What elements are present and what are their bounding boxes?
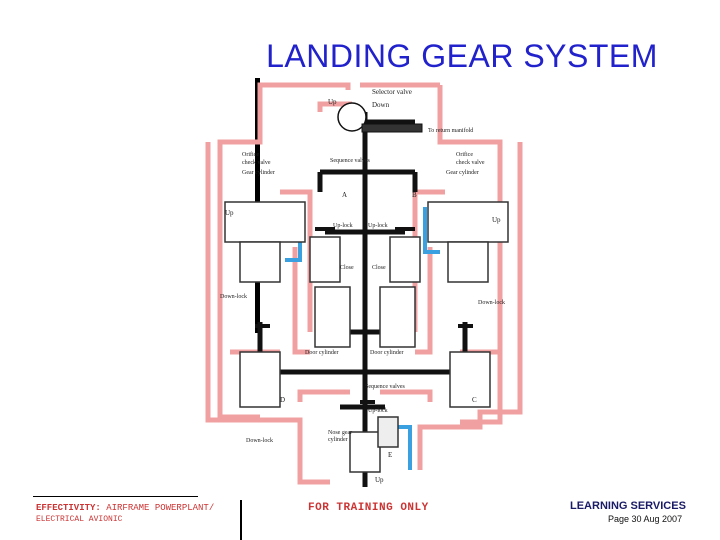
label-sequence-valves-bottom: Sequence valves [365,384,405,390]
label-d: D [280,396,285,404]
label-up-right: Up [492,216,501,224]
training-notice: FOR TRAINING ONLY [308,502,429,514]
label-uplock-bottom: Up-lock [368,408,388,414]
label-downlock-bottom: Down-lock [246,438,273,444]
label-down-top: Down [372,101,390,109]
label-gear-cylinder-right: Gear cylinder [446,170,479,176]
selector-valve [337,102,423,133]
label-uplock-left: Up-lock [333,223,353,229]
label-nose-gear: Nose gear [328,430,352,436]
label-to-return: To return manifold [428,127,473,134]
label-close-right: Close [372,265,386,271]
outer-right-line [417,142,523,470]
label-door-cylinder-right: Door cylinder [370,350,404,356]
label-up-left: Up [225,209,234,217]
label-gear-cylinder-left: Gear cylinder [242,170,275,176]
label-check-valve-left: check valve [242,160,271,166]
label-e: E [388,451,392,459]
label-orifice-left: Orifice [242,151,259,158]
page-date: Page 30 Aug 2007 [608,514,683,524]
label-a: A [342,191,347,199]
label-downlock-right: Down-lock [478,300,505,306]
fittings [255,227,473,404]
label-cylinder: cylinder [328,437,348,443]
effectivity-value-2: ELECTRICAL AVIONIC [36,515,123,524]
right-return-line [437,85,503,425]
landing-gear-hydraulic-diagram: Up Selector valve Down To return manifol… [205,82,523,487]
label-door-cylinder-left: Door cylinder [305,350,339,356]
label-up-bottom: Up [375,476,384,484]
door-cylinders [239,286,491,473]
label-uplock-right: Up-lock [368,223,388,229]
label-sequence-valves-top: Sequence valves [330,158,370,164]
label-close-left: Close [340,265,354,271]
outer-left-line [205,142,330,485]
effectivity-value: AIRFRAME POWERPLANT/ [106,503,215,513]
label-check-valve-right: check valve [456,160,485,166]
slide-title: LANDING GEAR SYSTEM [266,38,658,74]
effectivity-label: EFFECTIVITY: [36,503,101,513]
left-return-line [217,82,351,420]
learning-services: LEARNING SERVICES [570,500,686,512]
footer-divider-line [33,496,198,497]
label-downlock-left: Down-lock [220,294,247,300]
label-c: C [472,396,477,404]
label-b: B [412,191,417,199]
label-up-top: Up [328,98,337,106]
effectivity-line: EFFECTIVITY: AIRFRAME POWERPLANT/ [36,503,214,513]
footer-vertical-divider [240,500,242,540]
gear-cylinders [224,201,509,283]
pressure-lines [257,112,468,487]
label-selector-valve: Selector valve [372,88,412,96]
label-orifice-right: Orifice [456,151,473,158]
